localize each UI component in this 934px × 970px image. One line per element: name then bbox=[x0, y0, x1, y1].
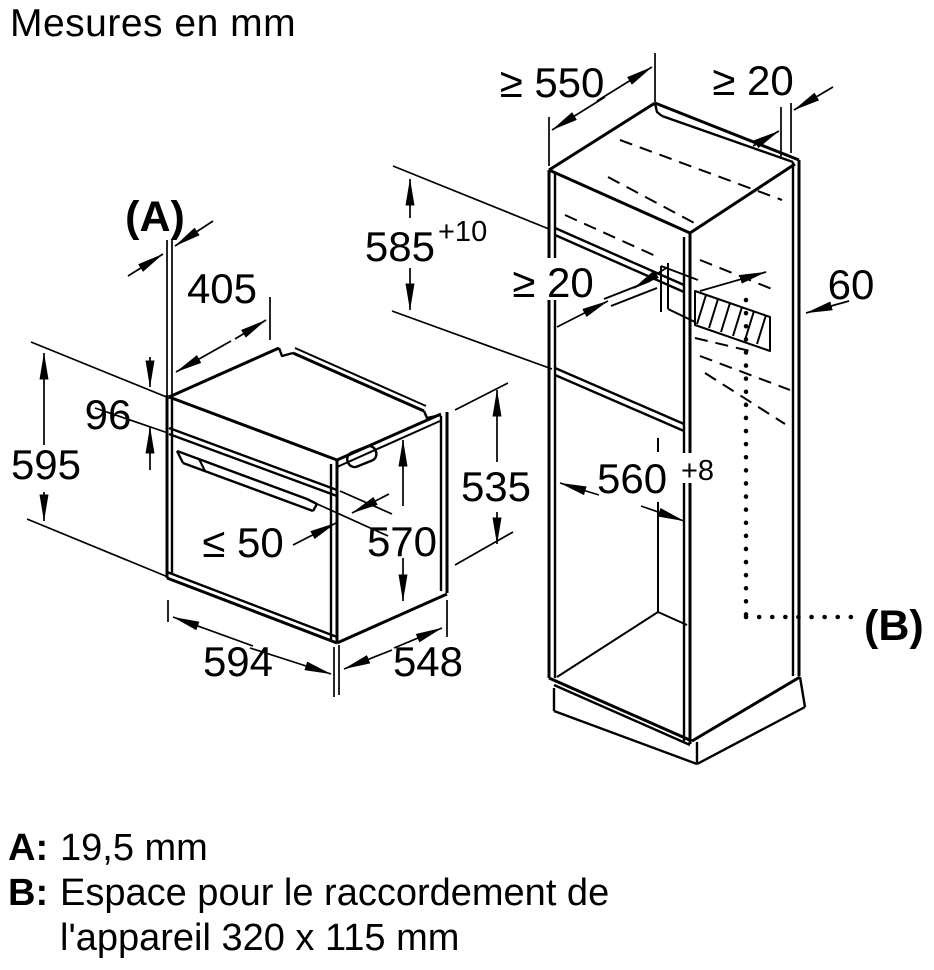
connection-space-marker: (B) bbox=[743, 297, 924, 650]
cabinet-niche-width-label: 560 bbox=[597, 455, 667, 502]
cabinet-niche-height-tolerance-label: +10 bbox=[438, 216, 487, 248]
dimension-panel-height: 96 bbox=[85, 357, 169, 470]
diagram-title: Mesures en mm bbox=[10, 2, 297, 45]
dimension-width: 594 bbox=[167, 600, 340, 697]
dimension-cabinet-depth: ≥ 550 bbox=[500, 53, 656, 166]
cabinet-outline bbox=[547, 101, 807, 766]
oven-panel-height-label: 96 bbox=[85, 391, 132, 438]
vent-hatch bbox=[694, 290, 771, 352]
legend-row-b: B: Espace pour le raccordement de l'appa… bbox=[8, 871, 609, 961]
label-b: (B) bbox=[864, 602, 924, 650]
legend-b-value: Espace pour le raccordement de l'apparei… bbox=[60, 871, 609, 961]
dimension-rear-vent: 60 bbox=[805, 261, 875, 314]
oven-front-height-label: 595 bbox=[11, 441, 81, 488]
legend-a-value: 19,5 mm bbox=[60, 827, 208, 869]
legend-b-value-line1: Espace pour le raccordement de bbox=[60, 872, 610, 914]
dimension-body-height: 570 bbox=[367, 439, 437, 602]
legend-a-key: A: bbox=[8, 827, 49, 869]
cabinet-shelves bbox=[554, 226, 699, 678]
dimension-rear-top-gap: ≥ 20 bbox=[712, 57, 834, 157]
oven-body-height-label: 570 bbox=[367, 518, 437, 565]
cabinet-hidden-edges bbox=[564, 139, 791, 425]
legend-b-key: B: bbox=[8, 872, 49, 914]
oven-grip-hole bbox=[346, 444, 378, 469]
dimension-shelf-rear-gap: ≥ 20 bbox=[512, 259, 767, 328]
cabinet-rear-top-gap-label: ≥ 20 bbox=[712, 57, 793, 104]
oven-depth-label: 548 bbox=[393, 638, 463, 685]
legend-b-value-line2: l'appareil 320 x 115 mm bbox=[60, 917, 460, 959]
oven-handle-depth-label: ≤ 50 bbox=[202, 519, 283, 566]
dimension-rear-height: 535 bbox=[454, 382, 531, 566]
legend-row-a: A: 19,5 mm bbox=[8, 826, 609, 871]
dimension-depth: 548 bbox=[343, 600, 463, 685]
cabinet-drawing: ≥ 550 ≥ 20 585 +10 bbox=[365, 53, 924, 766]
dimension-niche-width: 560 +8 bbox=[559, 455, 714, 522]
dimension-handle-depth: ≤ 50 bbox=[202, 490, 393, 566]
oven-top-clearance-label: 405 bbox=[187, 265, 257, 312]
label-a: (A) bbox=[125, 193, 185, 241]
oven-rear-height-label: 535 bbox=[461, 463, 531, 510]
cabinet-shelf-rear-gap-label: ≥ 20 bbox=[512, 259, 593, 306]
cabinet-niche-height-label: 585 bbox=[365, 223, 435, 270]
dimension-front-height: 595 bbox=[11, 341, 170, 578]
cabinet-niche-width-tolerance-label: +8 bbox=[681, 455, 714, 487]
oven-handle bbox=[175, 449, 319, 513]
dimension-top-clearance: 405 bbox=[175, 265, 271, 373]
cabinet-min-depth-label: ≥ 550 bbox=[500, 59, 605, 106]
dimension-a-marker: (A) bbox=[125, 193, 214, 395]
dimension-niche-height: 585 +10 bbox=[365, 165, 553, 370]
oven-outline bbox=[165, 346, 449, 645]
legend: A: 19,5 mm B: Espace pour le raccordemen… bbox=[8, 826, 609, 961]
oven-width-label: 594 bbox=[203, 638, 273, 685]
cabinet-rear-vent-label: 60 bbox=[828, 261, 875, 308]
oven-drawing: (A) 405 96 595 bbox=[11, 193, 531, 697]
